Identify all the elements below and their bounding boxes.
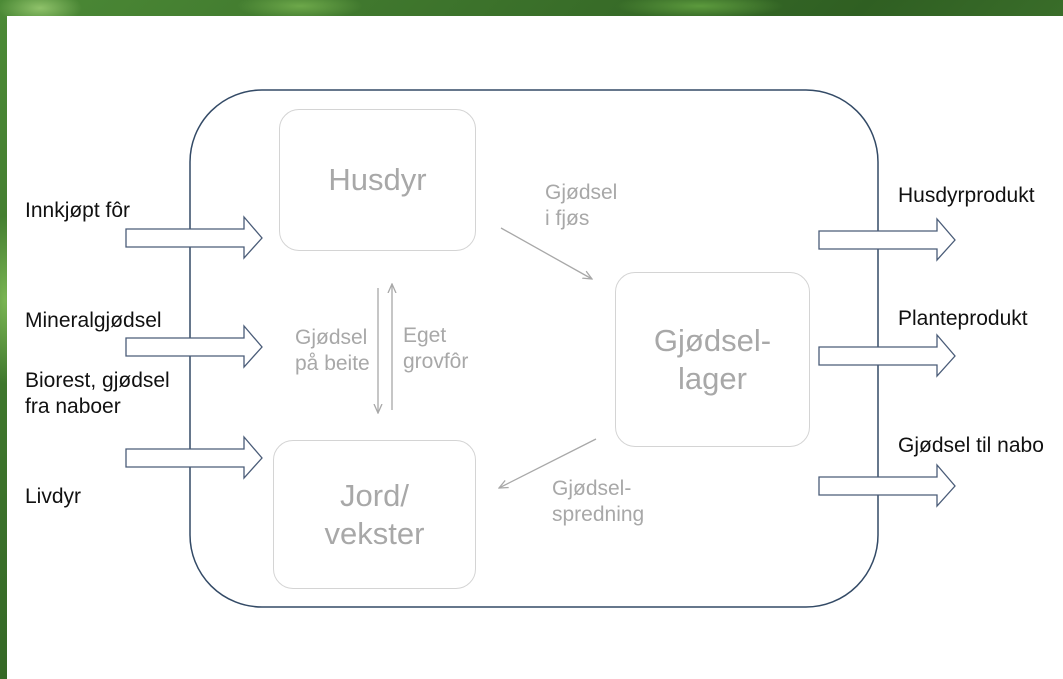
arrow-husdyr-to-gjodsellager: [500, 227, 592, 279]
input-arrow-mineralgjodsel: [125, 324, 263, 369]
input-arrow-innkjopt-for: [125, 215, 263, 260]
output-arrow-planteprodukt: [818, 333, 956, 378]
label-livdyr: Livdyr: [25, 485, 82, 508]
output-arrow-gjodsel-til-nabo: [818, 463, 956, 508]
label-mineralgjodsel: Mineralgjødsel: [25, 309, 162, 332]
label-eget-grovfor: Eget grovfôr: [403, 324, 469, 373]
node-jord-vekster: Jord/ vekster: [273, 440, 476, 589]
label-gjodsel-til-nabo: Gjødsel til nabo: [898, 434, 1044, 457]
input-arrow-biorest-livdyr: [125, 435, 263, 480]
label-gjodselspredning: Gjødsel- spredning: [552, 477, 645, 526]
label-gjodsel-i-fjos: Gjødsel i fjøs: [545, 181, 618, 230]
label-innkjopt-for: Innkjøpt fôr: [25, 199, 131, 222]
label-husdyrprodukt: Husdyrprodukt: [898, 184, 1035, 207]
label-biorest: Biorest, gjødsel fra naboer: [25, 369, 170, 418]
label-gjodsel-pa-beite: Gjødsel på beite: [295, 326, 370, 375]
arrow-gjodsellager-to-jord: [499, 438, 597, 488]
node-husdyr: Husdyr: [279, 109, 476, 251]
output-arrow-husdyrprodukt: [818, 217, 956, 262]
node-gjodsellager: Gjødsel- lager: [615, 272, 810, 447]
label-planteprodukt: Planteprodukt: [898, 307, 1028, 330]
